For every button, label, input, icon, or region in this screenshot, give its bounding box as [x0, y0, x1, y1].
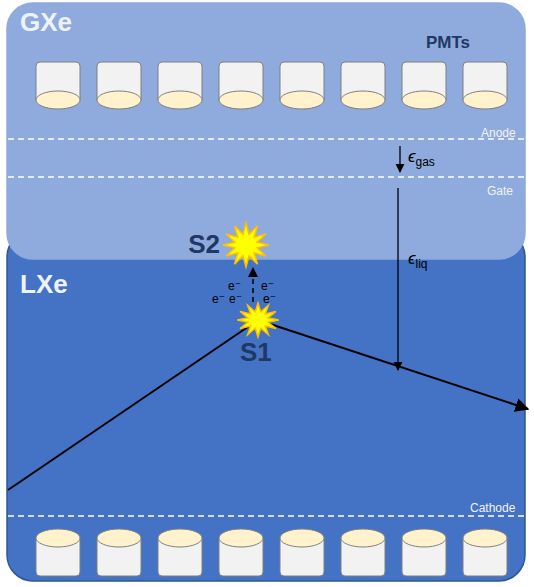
s1-flash: S1	[236, 302, 280, 338]
electron-label: e⁻	[263, 293, 276, 306]
text-holder: S2	[188, 230, 220, 259]
pmt-window	[219, 529, 263, 547]
text-holder: LXe	[20, 270, 68, 299]
electrode-label: Cathode	[470, 502, 515, 515]
flash-star	[237, 303, 279, 337]
electron-label: e⁻	[212, 293, 225, 306]
gas-field-arrow	[399, 146, 400, 172]
label-holder: e⁻	[261, 276, 274, 294]
region-label: LXe	[20, 270, 68, 299]
pmt	[219, 529, 263, 576]
region-label: S1	[240, 338, 272, 367]
electron-label: e⁻	[229, 293, 242, 306]
pmt	[97, 62, 141, 109]
pmt	[158, 529, 202, 576]
pmt-window	[341, 529, 385, 547]
pmt	[97, 529, 141, 576]
pmt-window	[219, 91, 263, 109]
pmt-window	[402, 91, 446, 109]
pmt	[341, 62, 385, 109]
field-symbol: ϵ	[408, 249, 416, 268]
field-label: ϵliq	[408, 250, 428, 272]
pmt	[36, 62, 80, 109]
label-holder: e⁻	[229, 289, 242, 307]
pmt-window	[341, 91, 385, 109]
pmt-window	[158, 91, 202, 109]
electron-label: e⁻	[261, 280, 274, 293]
pmt	[402, 529, 446, 576]
pmt-window	[463, 91, 507, 109]
label-holder: PMTs	[426, 34, 470, 53]
pmt	[341, 529, 385, 576]
field-label: ϵgas	[408, 148, 435, 170]
region-label: S2	[188, 230, 220, 259]
pmt	[158, 62, 202, 109]
region-label: GXe	[20, 8, 72, 37]
label-holder: e⁻	[212, 289, 225, 307]
pmt-label: PMTs	[426, 34, 470, 53]
label-holder: ϵliq	[408, 250, 428, 272]
electrode-label: Gate	[487, 185, 513, 198]
pmt	[280, 529, 324, 576]
pmt-window	[402, 529, 446, 547]
pmt-window	[36, 529, 80, 547]
s2-flash: S2	[222, 222, 270, 268]
pmt	[36, 529, 80, 576]
s1-flash-shape	[236, 302, 280, 338]
pmt-window	[97, 91, 141, 109]
s2-flash-shape	[222, 222, 270, 268]
text-holder: GXe	[20, 8, 72, 37]
field-subscript: liq	[416, 257, 428, 271]
region-fill	[7, 3, 525, 259]
text-holder: S1	[240, 338, 272, 367]
region-fill	[7, 231, 525, 581]
field-symbol: ϵ	[408, 147, 416, 166]
pmt-window	[158, 529, 202, 547]
pmt	[219, 62, 263, 109]
field-subscript: gas	[416, 155, 435, 169]
pmt	[402, 62, 446, 109]
label-holder: ϵgas	[408, 148, 435, 170]
liquid-field-arrow	[397, 188, 398, 370]
label-holder: e⁻	[228, 276, 241, 294]
pmt-window	[97, 529, 141, 547]
pmt-window	[36, 91, 80, 109]
pmt-window	[463, 529, 507, 547]
label-holder: e⁻	[263, 289, 276, 307]
pmt	[463, 529, 507, 576]
pmt-window	[280, 91, 324, 109]
label-holder: Anode	[481, 123, 516, 141]
label-holder: Gate	[487, 181, 513, 199]
pmt-window	[280, 529, 324, 547]
electrode-label: Anode	[481, 127, 516, 140]
label-holder: Cathode	[470, 498, 515, 516]
pmt	[463, 62, 507, 109]
electron-label: e⁻	[228, 280, 241, 293]
pmt	[280, 62, 324, 109]
